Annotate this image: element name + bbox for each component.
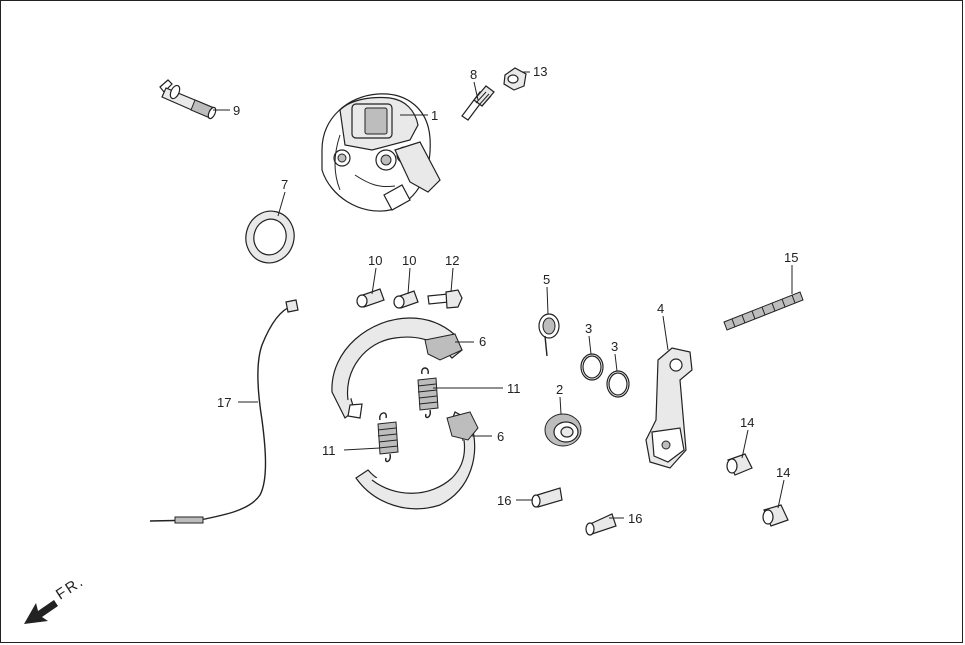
- part-11-spring-upper: [417, 367, 439, 419]
- callout-14-b: 14: [776, 465, 790, 480]
- part-16-cap-a: [531, 487, 563, 508]
- part-7-oil-seal: [245, 210, 295, 264]
- front-arrow-icon: [24, 600, 58, 624]
- part-5-brake-arm: [645, 347, 693, 469]
- part-13-nut: [503, 67, 527, 91]
- part-8-adjust-screw: [461, 85, 495, 121]
- front-label: FR.: [53, 573, 88, 604]
- callout-15: 15: [784, 250, 798, 265]
- part-16-cap-b: [585, 513, 617, 536]
- callout-4: 5: [543, 272, 550, 287]
- callout-9: 9: [233, 103, 240, 118]
- part-3-o-ring-a: [580, 353, 604, 381]
- front-direction-indicator: FR.: [24, 573, 87, 624]
- part-1-brake-panel: [321, 93, 441, 212]
- part-4-return-spring: [538, 313, 560, 357]
- part-12-bolt: [427, 289, 463, 309]
- callout-2: 2: [556, 382, 563, 397]
- callout-12: 12: [445, 253, 459, 268]
- callout-16-b: 16: [628, 511, 642, 526]
- callout-5: 4: [657, 301, 664, 316]
- callout-6-a: 6: [479, 334, 486, 349]
- callout-10-b: 10: [402, 253, 416, 268]
- callout-8: 8: [470, 67, 477, 82]
- callout-11-b: 11: [322, 443, 336, 458]
- callout-11-a: 11: [507, 381, 521, 396]
- part-11-spring-lower: [377, 412, 399, 463]
- callout-13: 13: [533, 64, 547, 79]
- part-17-wire-harness: [149, 299, 299, 524]
- callout-1: 1: [431, 108, 438, 123]
- part-15-long-spring: [723, 291, 804, 331]
- part-9-axle-bolt: [159, 79, 217, 120]
- callout-labels: 9 1 8 13 7 10 10 12 6 11 11 6 5 3 3 2 4 …: [217, 64, 798, 526]
- part-14-joint-b: [762, 504, 789, 527]
- callout-7: 7: [281, 177, 288, 192]
- part-2-cam-gear: [544, 413, 582, 447]
- leader-lines: [213, 71, 793, 519]
- part-3-o-ring-b: [606, 370, 630, 398]
- part-6-brake-shoe-upper: [331, 317, 463, 419]
- callout-6-b: 6: [497, 429, 504, 444]
- callout-16-a: 16: [497, 493, 511, 508]
- callout-3-a: 3: [585, 321, 592, 336]
- callout-10-a: 10: [368, 253, 382, 268]
- callout-17: 17: [217, 395, 231, 410]
- part-10-pin-b: [393, 290, 419, 309]
- part-10-pin-a: [356, 288, 385, 308]
- callout-3-b: 3: [611, 339, 618, 354]
- part-14-joint-a: [726, 453, 753, 476]
- callout-14-a: 14: [740, 415, 754, 430]
- part-6-brake-shoe-lower: [355, 411, 479, 510]
